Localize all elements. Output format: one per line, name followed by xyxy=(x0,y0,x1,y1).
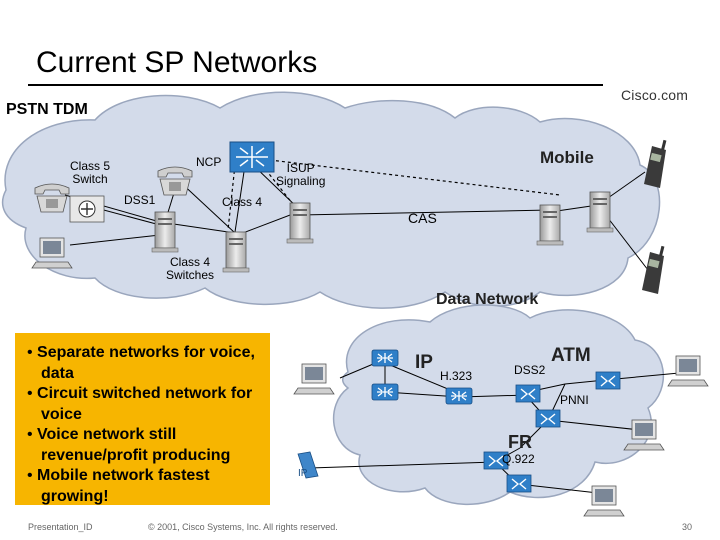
dss1-label: DSS1 xyxy=(124,193,156,207)
class5-switch-label: Class 5 Switch xyxy=(70,159,111,186)
summary-list: Separate networks for voice, data Circui… xyxy=(27,343,270,507)
bullet-item: Voice network still revenue/profit produ… xyxy=(27,425,270,466)
ip-phone-label: IP xyxy=(298,468,308,479)
page-number: 30 xyxy=(682,522,693,532)
mobile-label: Mobile xyxy=(540,148,594,167)
bullet-item: Circuit switched network for voice xyxy=(27,384,270,425)
footer-copyright: © 2001, Cisco Systems, Inc. All rights r… xyxy=(148,522,338,532)
slide-title: Current SP Networks xyxy=(36,46,318,79)
atm-label: ATM xyxy=(551,345,591,366)
brand-logo: Cisco.com xyxy=(621,87,689,103)
bullet-item: Separate networks for voice, data xyxy=(27,343,270,384)
pstn-label: PSTN TDM xyxy=(6,101,88,118)
class4-switches-label: Class 4 Switches xyxy=(166,255,215,282)
isup-signaling-label: ISUP Signaling xyxy=(276,161,326,188)
dss2-label: DSS2 xyxy=(514,363,546,377)
q922-label: Q.922 xyxy=(502,452,535,466)
cas-label: CAS xyxy=(408,210,437,226)
pnni-label: PNNI xyxy=(560,393,589,407)
fr-label: FR xyxy=(508,432,532,452)
title-rule xyxy=(28,84,603,86)
h323-label: H.323 xyxy=(440,369,473,383)
data-network-cloud xyxy=(332,304,665,506)
ip-label: IP xyxy=(415,352,433,373)
pstn-cloud xyxy=(1,91,661,309)
summary-box: Separate networks for voice, data Circui… xyxy=(15,333,270,505)
footer-presentation-id: Presentation_ID xyxy=(28,522,93,532)
class4-label: Class 4 xyxy=(222,195,263,209)
bullet-item: Mobile network fastest growing! xyxy=(27,466,270,507)
data-network-label: Data Network xyxy=(436,291,539,308)
ncp-label: NCP xyxy=(196,155,222,169)
